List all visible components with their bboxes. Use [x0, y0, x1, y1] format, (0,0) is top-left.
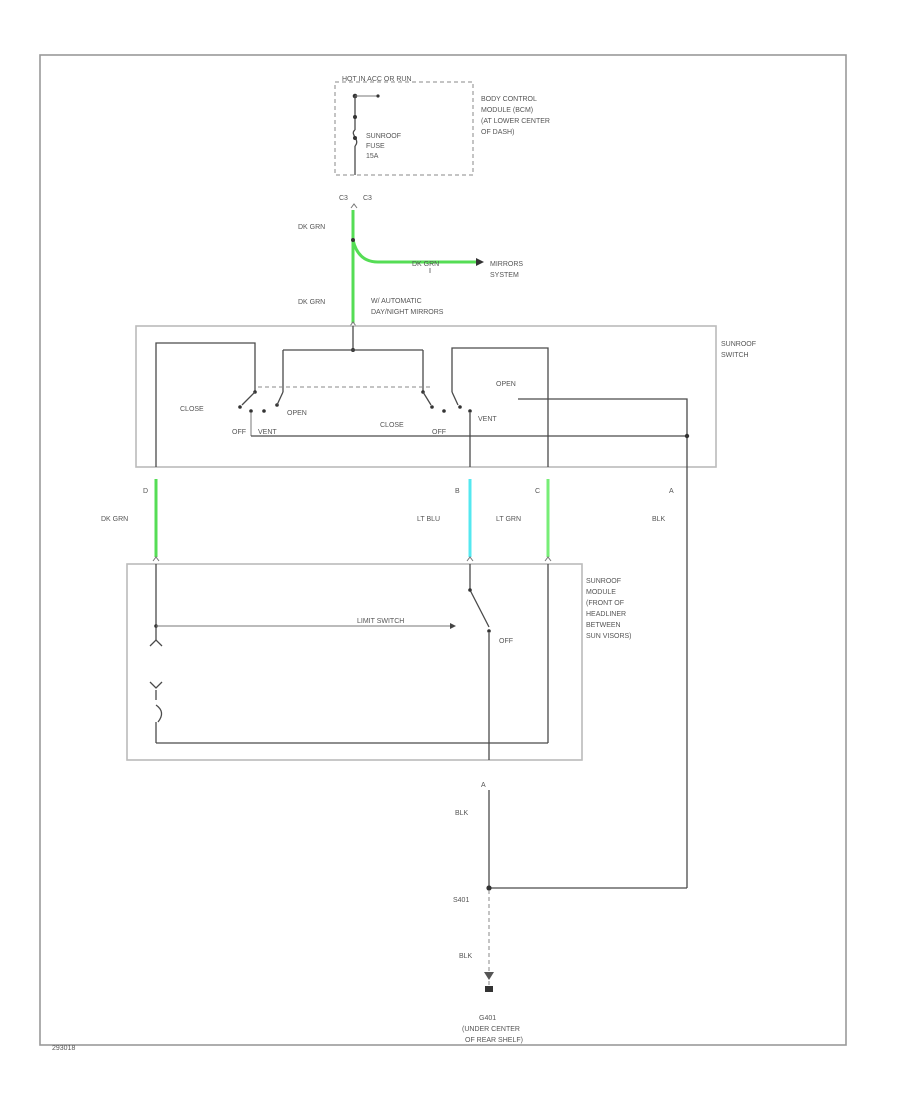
- left-switch-close-label: CLOSE: [180, 406, 204, 413]
- auto-mirrors-note-2: DAY/NIGHT MIRRORS: [371, 309, 444, 316]
- module-off-switch-blade: [469, 589, 490, 628]
- left-switch-open-blade: [276, 391, 284, 406]
- connector-c3-right: C3: [363, 195, 372, 202]
- module-off-switch-pivot: [468, 588, 472, 592]
- mirrors-system-label-1: MIRRORS: [490, 261, 523, 268]
- right-switch-vent-label: VENT: [478, 416, 497, 423]
- motor-icon-top: [149, 639, 163, 647]
- left-switch-off-label: OFF: [232, 429, 246, 436]
- bcm-label-3: (AT LOWER CENTER: [481, 118, 550, 125]
- right-switch-blade: [422, 391, 432, 406]
- bcm-dashed-box: [334, 81, 474, 176]
- ground-location-label-2: OF REAR SHELF): [465, 1037, 523, 1044]
- switch-terminal-b: B: [455, 488, 460, 495]
- limit-switch-arrow-icon: [450, 623, 456, 629]
- connector-c3-symbol: [350, 203, 358, 209]
- module-connector-symbol-d: [152, 556, 160, 562]
- ground-terminal-icon: [485, 986, 493, 992]
- right-switch-open-blade: [451, 391, 459, 406]
- ground-location-label-1: (UNDER CENTER: [462, 1026, 520, 1033]
- sunroof-fuse-label-2: FUSE: [366, 143, 385, 150]
- bcm-label-1: BODY CONTROL: [481, 96, 537, 103]
- sunroof-module-title-5: BETWEEN: [586, 622, 621, 629]
- mirror-branch-wire-label: DK GRN: [412, 261, 439, 268]
- dk-grn-wire-label-3: DK GRN: [101, 516, 128, 523]
- splice-s401-dot: [486, 885, 492, 891]
- lt-grn-wire-label: LT GRN: [496, 516, 521, 523]
- right-switch-close-contact: [430, 405, 434, 409]
- switch-terminal-c: C: [535, 488, 540, 495]
- right-switch-open-contact: [468, 409, 472, 413]
- motor-winding-coil: [155, 704, 163, 723]
- sunroof-module-title-1: SUNROOF: [586, 578, 621, 585]
- hot-bar-end-dot: [376, 94, 380, 98]
- sunroof-switch: SUNROOF SWITCH CLOSE OPEN OFF VENT: [135, 325, 756, 468]
- switch-c-internal-wire: [451, 347, 549, 467]
- switch-input-connector-symbol: [349, 321, 357, 327]
- motor-icon-bottom: [149, 681, 163, 689]
- right-switch-off-contact: [442, 409, 446, 413]
- auto-mirrors-note-1: W/ AUTOMATIC: [371, 298, 422, 305]
- blk-wire-label-3: BLK: [459, 953, 473, 960]
- right-switch-close-label: CLOSE: [380, 422, 404, 429]
- mirror-splice-dot: [351, 238, 355, 242]
- limit-switch-label: LIMIT SWITCH: [357, 618, 404, 625]
- sunroof-module-title-2: MODULE: [586, 589, 616, 596]
- connector-c3-left: C3: [339, 195, 348, 202]
- module-terminal-a: A: [481, 782, 486, 789]
- mirror-branch-wire: [351, 239, 476, 264]
- switch-a-internal-wire: [518, 398, 688, 467]
- left-switch-vent-contact: [262, 409, 266, 413]
- sunroof-module-title-3: (FRONT OF: [586, 600, 624, 607]
- module-off-switch-contact: [487, 629, 491, 633]
- module-off-label: OFF: [499, 638, 513, 645]
- hot-in-acc-run-label: HOT IN ACC OR RUN: [342, 76, 412, 83]
- sunroof-module-box: [126, 563, 583, 761]
- blk-wire-label-1: BLK: [652, 516, 666, 523]
- bcm-fuse-block: HOT IN ACC OR RUN SUNROOF FUSE 15A BODY …: [334, 76, 550, 176]
- fuse-bottom-dot: [353, 136, 357, 140]
- bcm-label-4: OF DASH): [481, 129, 514, 136]
- fuse-top-dot: [353, 115, 357, 119]
- right-switch-vent-contact: [458, 405, 462, 409]
- module-connector-symbol-b: [466, 556, 474, 562]
- ground-g401-label: G401: [479, 1015, 496, 1022]
- left-switch-vent-label: VENT: [258, 429, 277, 436]
- left-switch-open-label: OPEN: [287, 410, 307, 417]
- sunroof-module-title-6: SUN VISORS): [586, 633, 632, 640]
- sunroof-switch-title-2: SWITCH: [721, 352, 749, 359]
- switch-d-internal-wire: [155, 342, 256, 467]
- ground-arrow-icon: [484, 972, 494, 980]
- left-switch-off-contact: [249, 409, 253, 413]
- diagram-frame: [39, 54, 847, 1046]
- sunroof-switch-box: [135, 325, 717, 468]
- lt-blu-wire-label: LT BLU: [417, 516, 440, 523]
- diagram-code-label: 293018: [52, 1045, 75, 1052]
- splice-s401-label: S401: [453, 897, 469, 904]
- bcm-label-2: MODULE (BCM): [481, 107, 533, 114]
- switch-terminal-a: A: [669, 488, 674, 495]
- mirrors-system-label-2: SYSTEM: [490, 272, 519, 279]
- left-switch-blade: [241, 391, 256, 406]
- sunroof-fuse-label-1: SUNROOF: [366, 133, 401, 140]
- sunroof-module: SUNROOF MODULE (FRONT OF HEADLINER BETWE…: [126, 563, 632, 761]
- left-switch-close-contact: [238, 405, 242, 409]
- sunroof-fuse-label-3: 15A: [366, 153, 379, 160]
- switch-terminal-d: D: [143, 488, 148, 495]
- right-switch-open-label: OPEN: [496, 381, 516, 388]
- module-connector-symbol-c: [544, 556, 552, 562]
- sunroof-switch-title-1: SUNROOF: [721, 341, 756, 348]
- switch-ground-junction: [684, 433, 690, 439]
- dk-grn-wire-label-1: DK GRN: [298, 224, 325, 231]
- dk-grn-wire-label-2: DK GRN: [298, 299, 325, 306]
- mirror-arrow-icon: [476, 258, 484, 266]
- blk-wire-label-2: BLK: [455, 810, 469, 817]
- right-switch-off-label: OFF: [432, 429, 446, 436]
- sunroof-module-title-4: HEADLINER: [586, 611, 626, 618]
